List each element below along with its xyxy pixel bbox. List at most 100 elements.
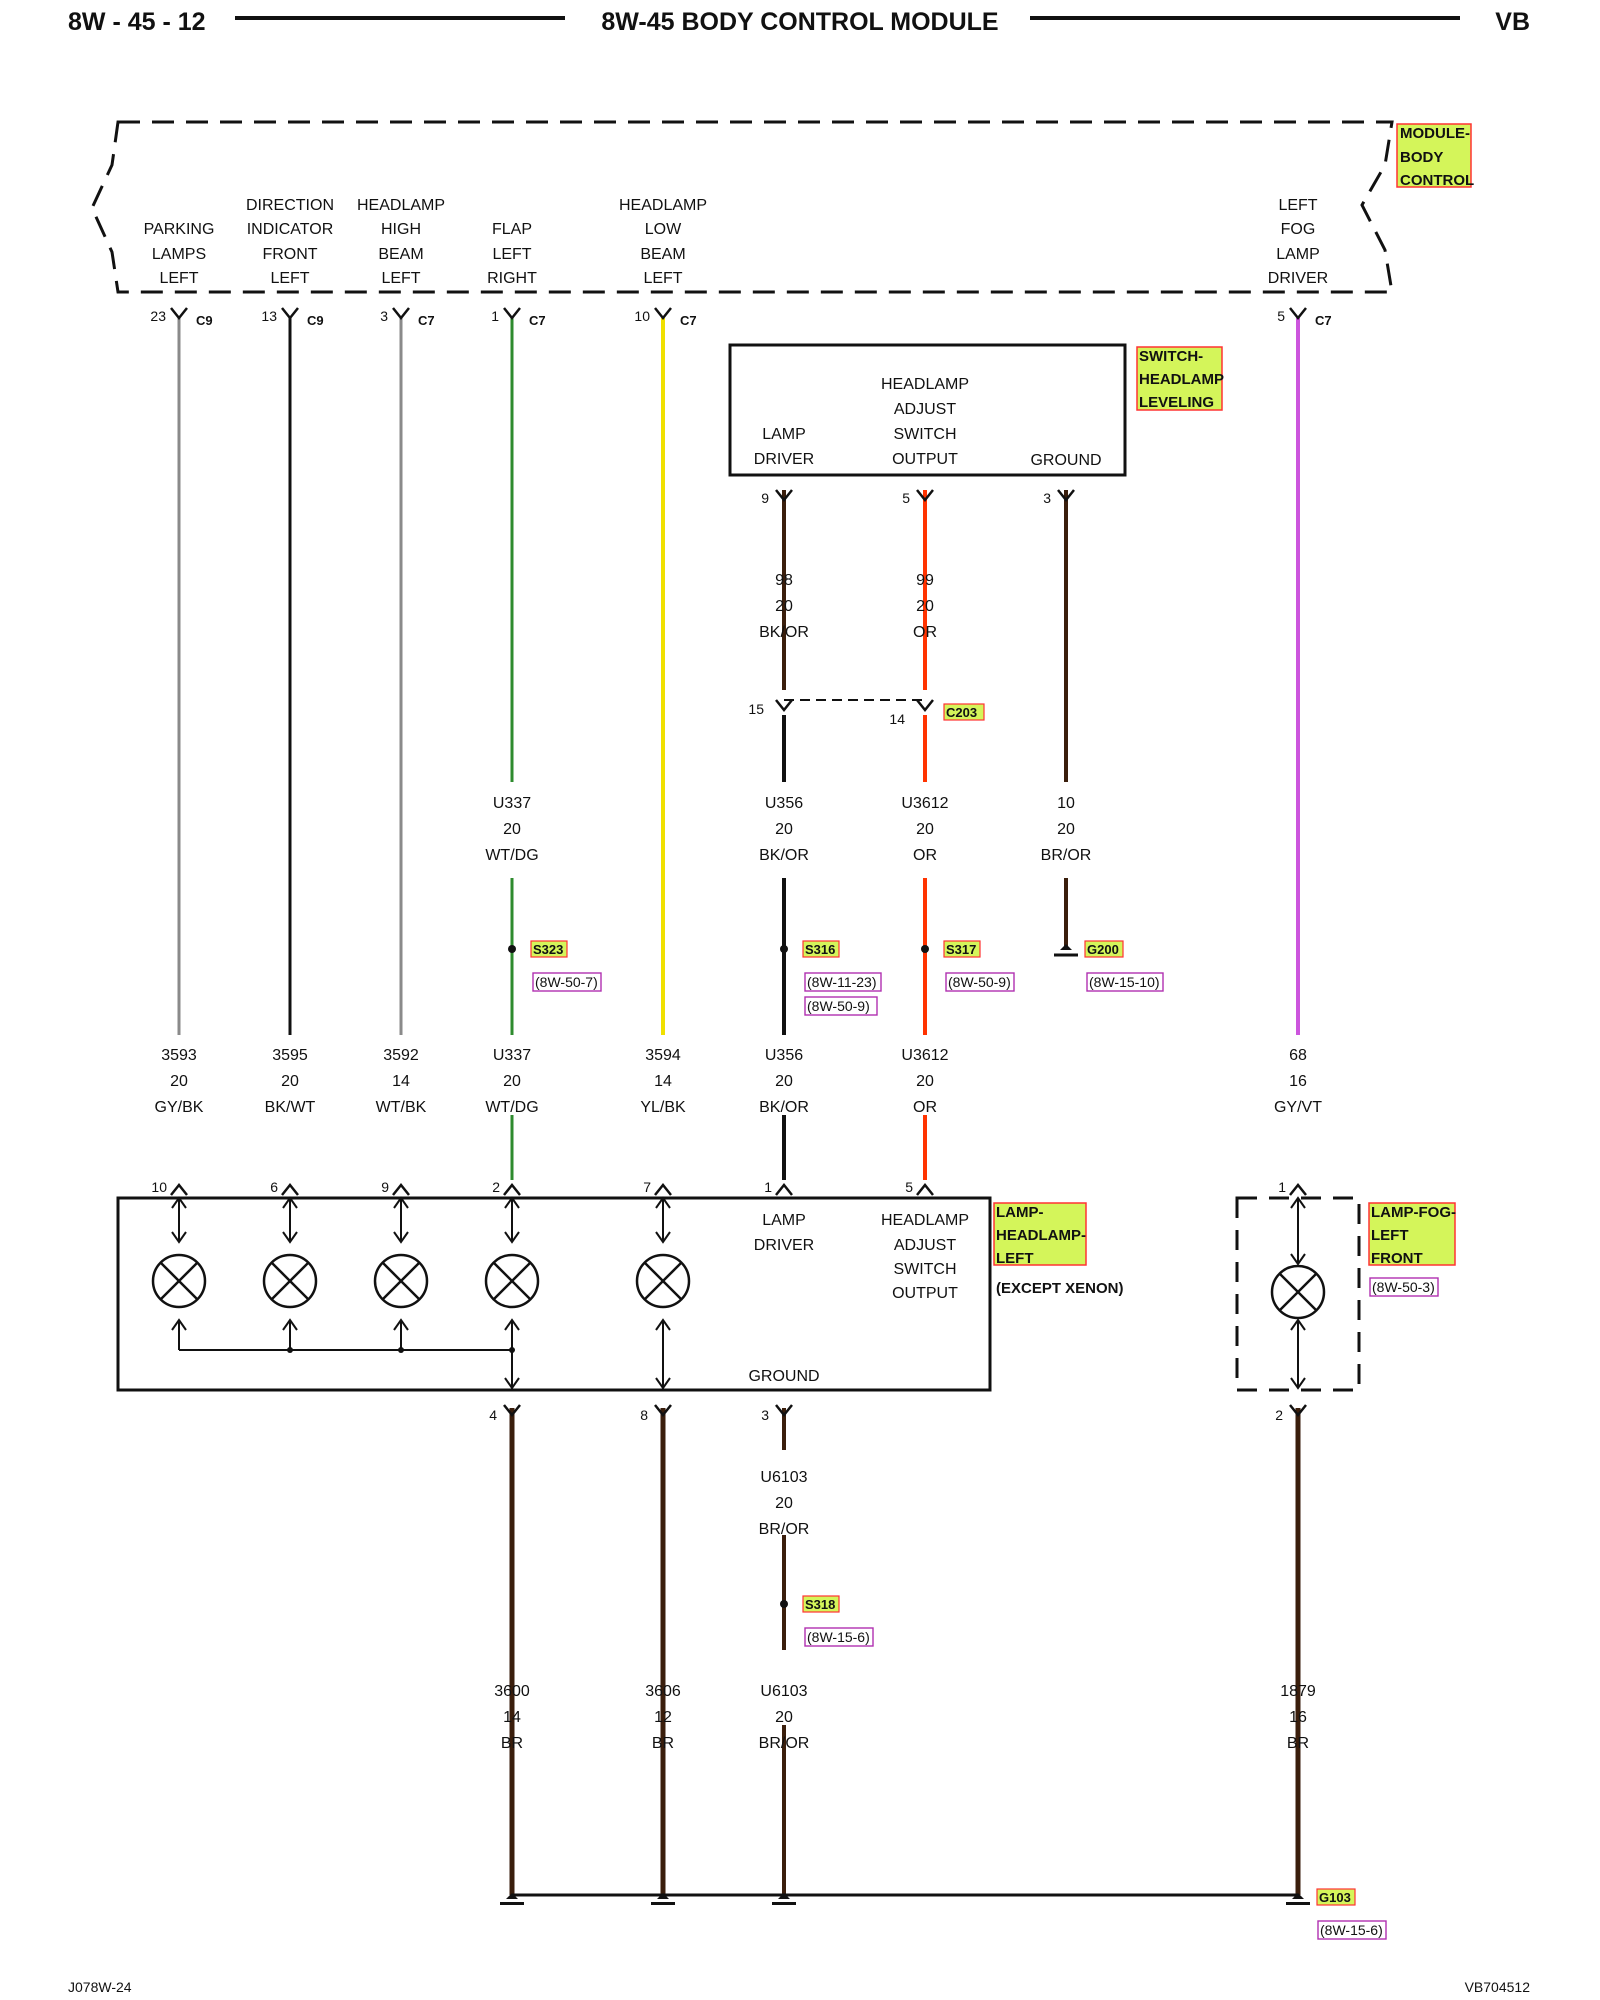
wire-runs — [177, 318, 1301, 1897]
wire-circuit: U356 — [765, 1047, 803, 1064]
foglamp-ref: (8W-50-3) — [1372, 1279, 1435, 1295]
ground-symbols — [500, 1893, 1310, 1905]
wire-gauge: 20 — [503, 1073, 521, 1090]
connector-id: C9 — [196, 313, 213, 328]
bcm-pin-label-fog: LEFT FOG LAMP DRIVER — [1268, 197, 1328, 287]
wire-gauge: 14 — [654, 1073, 672, 1090]
switch-label-line: SWITCH — [893, 426, 956, 443]
wire-gauge: 20 — [916, 598, 934, 615]
ground-id: G103 — [1319, 1890, 1351, 1905]
switch-name-line: SWITCH- — [1139, 348, 1203, 365]
wire-circuit: U337 — [493, 1047, 531, 1064]
bcm-pin-label-line: BEAM — [640, 246, 685, 263]
lamp-label-line: OUTPUT — [892, 1285, 958, 1302]
bcm-pin-label-line: LEFT — [381, 270, 420, 287]
headlamp-name-tag: LAMP- HEADLAMP- LEFT — [993, 1202, 1087, 1267]
switch-headlamp-leveling: LAMP DRIVER HEADLAMP ADJUST SWITCH OUTPU… — [728, 343, 1224, 506]
page-footer: J078W-24 VB704512 — [68, 1979, 1530, 1995]
bulb-icon-parking — [151, 1253, 207, 1309]
wire-gauge: 20 — [775, 1073, 793, 1090]
bcm-pin-label-line: LAMPS — [152, 246, 206, 263]
footer-right-code: VB704512 — [1465, 1979, 1531, 1995]
pin-number: 2 — [492, 1179, 500, 1195]
wire-color: BK/OR — [759, 847, 809, 864]
wire-gauge: 20 — [775, 1709, 793, 1726]
pin-number: 3 — [761, 1407, 769, 1423]
mid-wire-labels: U337 20 WT/DG U356 20 BK/OR U3612 20 OR … — [485, 795, 1091, 864]
bcm-name-line: BODY — [1400, 149, 1443, 166]
wire-color: BK/OR — [759, 624, 809, 641]
wire-circuit: 3593 — [161, 1047, 197, 1064]
wire-circuit: U3612 — [901, 1047, 948, 1064]
wire-circuit: 10 — [1057, 795, 1075, 812]
pin-number: 9 — [761, 490, 769, 506]
wire-color: OR — [913, 1099, 937, 1116]
bcm-pin-label-line: BEAM — [378, 246, 423, 263]
footer-left-code: J078W-24 — [68, 1979, 132, 1995]
bcm-pin-label-line: FOG — [1281, 221, 1316, 238]
wire-gauge: 20 — [916, 1073, 934, 1090]
lamp-label-line: DRIVER — [754, 1237, 814, 1254]
headlamp-name-line: HEADLAMP- — [996, 1227, 1086, 1244]
wire-circuit: 3606 — [645, 1683, 681, 1700]
body-control-module: MODULE- BODY CONTROL PARKING LAMPS LEFT … — [90, 120, 1474, 294]
pin-number: 8 — [640, 1407, 648, 1423]
wire-color: YL/BK — [640, 1099, 686, 1116]
switch-label-line: GROUND — [1030, 452, 1101, 469]
bcm-pin-label-low-beam: HEADLAMP LOW BEAM LEFT — [619, 197, 707, 287]
pin-number: 14 — [889, 711, 905, 727]
bcm-pin-label-line: INDICATOR — [247, 221, 334, 238]
page-header: 8W - 45 - 12 8W-45 BODY CONTROL MODULE V… — [68, 8, 1530, 36]
lamp-label-line: HEADLAMP — [881, 1212, 969, 1229]
wire-circuit: U337 — [493, 795, 531, 812]
bcm-pin-label-line: FLAP — [492, 221, 532, 238]
bcm-pin-label-high-beam: HEADLAMP HIGH BEAM LEFT — [357, 197, 445, 287]
splice-ref: (8W-15-6) — [807, 1629, 870, 1645]
wire-gauge: 12 — [654, 1709, 672, 1726]
bcm-pin-label-line: DIRECTION — [246, 197, 334, 214]
bcm-pin-label-line: LAMP — [1276, 246, 1320, 263]
connector-ticks — [170, 307, 1307, 1418]
splice-id: S318 — [805, 1597, 835, 1612]
headlamp-note: (EXCEPT XENON) — [996, 1280, 1124, 1297]
wire-color: BR — [652, 1735, 674, 1752]
switch-label-line: HEADLAMP — [881, 376, 969, 393]
splice-id: S317 — [946, 942, 976, 957]
lamp-label-line: LAMP — [762, 1212, 806, 1229]
pin-number: 10 — [151, 1179, 167, 1195]
bulb-icon-fog — [1270, 1264, 1326, 1320]
wire-gauge: 14 — [503, 1709, 521, 1726]
ground-g103: G103 (8W-15-6) — [1316, 1888, 1387, 1940]
ground-wire-labels: 3600 14 BR 3606 12 BR U6103 20 BR/OR 187… — [494, 1683, 1316, 1752]
switch-label-line: OUTPUT — [892, 451, 958, 468]
switch-label-line: LAMP — [762, 426, 806, 443]
page-number: 8W - 45 - 12 — [68, 8, 206, 36]
pin-number: 1 — [1278, 1179, 1286, 1195]
pin-number: 15 — [748, 701, 764, 717]
bcm-pin-label-line: FRONT — [262, 246, 317, 263]
bcm-pin-label-parking: PARKING LAMPS LEFT — [144, 221, 215, 287]
bcm-name-tag: MODULE- BODY CONTROL — [1396, 123, 1474, 189]
bcm-pin-label-line: HEADLAMP — [619, 197, 707, 214]
switch-name-tag: SWITCH- HEADLAMP LEVELING — [1136, 346, 1224, 411]
wire-circuit: 98 — [775, 572, 793, 589]
wire-circuit: U6103 — [760, 1469, 807, 1486]
bcm-pin-label-line: DRIVER — [1268, 270, 1328, 287]
wire-color: WT/BK — [376, 1099, 427, 1116]
connector-id: C7 — [529, 313, 546, 328]
bcm-pin-label-line: HEADLAMP — [357, 197, 445, 214]
wire-circuit: 3595 — [272, 1047, 308, 1064]
wire-color: BR — [1287, 1735, 1309, 1752]
ground-ref: (8W-15-6) — [1320, 1922, 1383, 1938]
wire-gauge: 20 — [170, 1073, 188, 1090]
wire-gauge: 16 — [1289, 1073, 1307, 1090]
connector-id: C7 — [418, 313, 435, 328]
bulb-icon-high-beam — [373, 1253, 429, 1309]
pin-number: 5 — [902, 490, 910, 506]
wire-color: BK/WT — [265, 1099, 316, 1116]
pin-number: 13 — [261, 308, 277, 324]
wire-circuit: U356 — [765, 795, 803, 812]
splice-id: S316 — [805, 942, 835, 957]
foglamp-name-line: LAMP-FOG- — [1371, 1204, 1456, 1221]
